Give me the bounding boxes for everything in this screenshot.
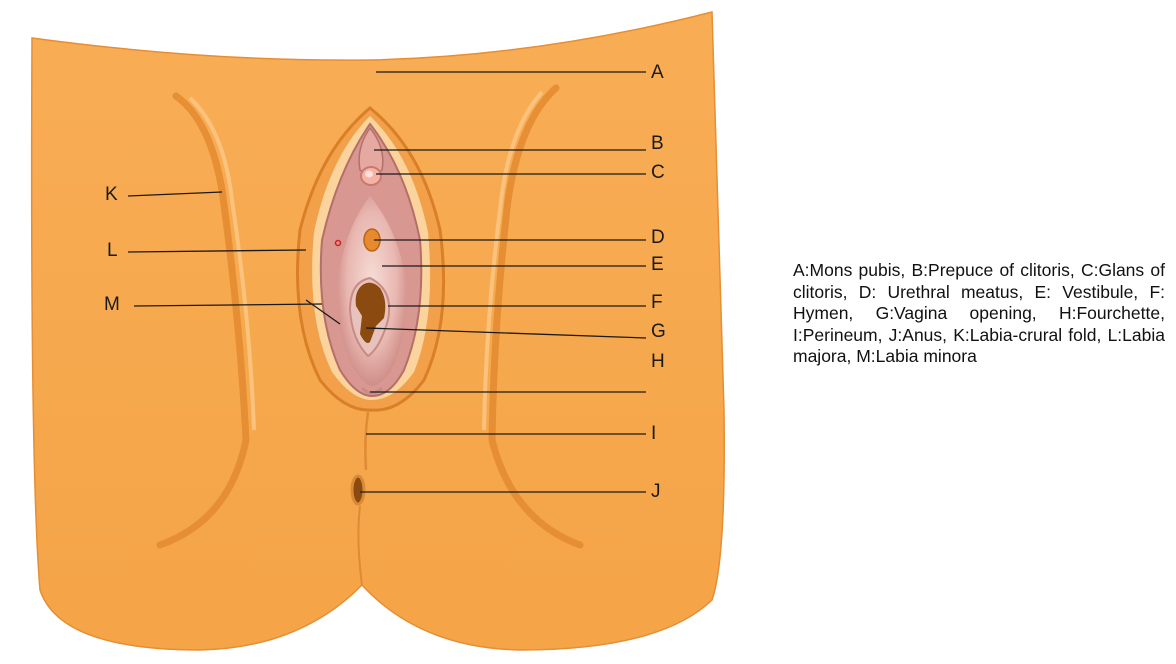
leader-line-G xyxy=(365,327,647,339)
legend-entry-E: E: Vestibule, xyxy=(1034,281,1139,302)
legend-entry-J: J:Anus, xyxy=(888,324,948,345)
legend-entry-D: D: Urethral meatus, xyxy=(858,281,1024,302)
legend-entry-L: L:Labia majora, xyxy=(793,324,1165,367)
glans-highlight xyxy=(365,170,373,178)
label-H: H xyxy=(651,351,665,372)
legend-entry-H: H:Fourchette, xyxy=(1058,303,1165,323)
anatomy-illustration xyxy=(30,11,725,651)
label-C: C xyxy=(651,162,665,183)
legend-entry-M: M:Labia minora xyxy=(856,346,977,366)
label-K: K xyxy=(105,184,118,205)
perineum-raphe xyxy=(364,411,370,471)
left-labia-crural-fold xyxy=(156,92,250,549)
label-E: E xyxy=(651,254,664,275)
legend-entry-B: B:Prepuce of clitoris, xyxy=(911,260,1075,280)
leader-lines xyxy=(127,71,647,493)
leader-line-M1 xyxy=(133,303,323,307)
fourchette xyxy=(360,386,384,395)
lower-raphe xyxy=(357,505,363,586)
label-F: F xyxy=(651,292,663,313)
label-J: J xyxy=(651,481,661,502)
legend-entry-G: G:Vagina opening, xyxy=(875,303,1037,323)
legend-entry-A: A:Mons pubis, xyxy=(793,260,906,280)
label-D: D xyxy=(651,227,665,248)
left-fold-highlight xyxy=(188,96,256,431)
leader-line-L xyxy=(127,249,307,253)
label-B: B xyxy=(651,133,664,154)
anus xyxy=(350,474,366,506)
leader-line-M2 xyxy=(305,299,341,325)
label-L: L xyxy=(107,240,118,261)
label-M: M xyxy=(104,294,120,315)
legend-text: A:Mons pubis, B:Prepuce of clitoris, C:G… xyxy=(793,260,1165,368)
legend-entry-K: K:Labia-crural fold, xyxy=(953,324,1102,345)
legend-entry-C: C:Glans of clitoris, xyxy=(793,260,1165,302)
leader-line-K xyxy=(127,191,223,197)
right-labia-crural-fold xyxy=(488,84,584,549)
small-red-marker xyxy=(334,239,342,247)
vagina-opening xyxy=(355,282,386,343)
right-fold-highlight xyxy=(482,90,544,431)
label-G: G xyxy=(651,321,666,342)
anatomy-figure: A B C D E F G H I J K L M xyxy=(30,11,725,651)
label-A: A xyxy=(651,62,664,83)
legend-entry-I: I:Perineum, xyxy=(793,324,883,345)
label-I: I xyxy=(651,423,657,444)
legend-entry-F: F: Hymen, xyxy=(793,281,1165,324)
